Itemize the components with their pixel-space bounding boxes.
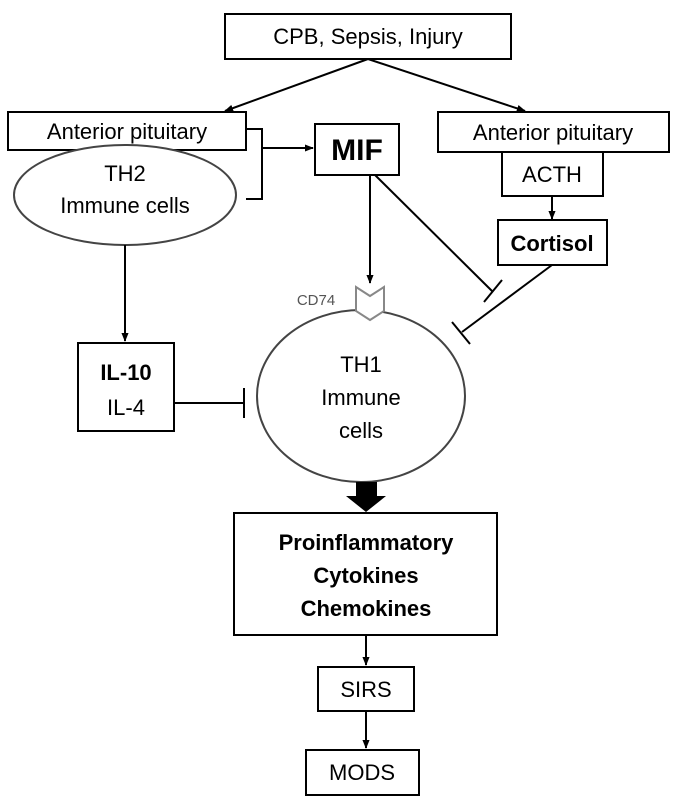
inhibition-mif-cortisol	[374, 174, 493, 292]
cytokines-node: Proinflammatory Cytokines Chemokines	[233, 512, 498, 636]
mif-node: MIF	[314, 123, 400, 176]
cytokines-label-line3: Chemokines	[301, 596, 432, 621]
cytokines-label-line2: Cytokines	[313, 563, 418, 588]
right-pituitary-node: Anterior pituitary	[437, 111, 670, 153]
th1-label-line1: TH1	[340, 352, 382, 377]
cortisol-label: Cortisol	[510, 231, 593, 256]
left-pituitary-node: Anterior pituitary	[7, 111, 247, 151]
receptor-shape	[355, 285, 385, 322]
bracket-connector	[246, 128, 263, 200]
thick-arrow-th1-to-cytokines	[346, 482, 386, 512]
cd74-label: CD74	[297, 292, 335, 309]
mif-label: MIF	[331, 134, 383, 167]
th2-label-line1: TH2	[104, 161, 146, 186]
sirs-node: SIRS	[317, 666, 415, 712]
il4-label: IL-4	[107, 395, 145, 420]
arrow-stimuli-to-left-pituitary	[224, 58, 369, 112]
il10-il4-node: IL-10 IL-4	[77, 342, 175, 432]
il10-label: IL-10	[100, 360, 151, 385]
acth-label: ACTH	[522, 162, 582, 187]
stimuli-label: CPB, Sepsis, Injury	[273, 24, 463, 49]
th1-label-line3: cells	[339, 418, 383, 443]
th1-label-line2: Immune	[321, 385, 400, 410]
stimuli-node: CPB, Sepsis, Injury	[224, 13, 512, 60]
inhibition-bar-cortisol	[451, 321, 471, 345]
th2-label-line2: Immune cells	[60, 193, 190, 218]
cd74-receptor: CD74	[297, 285, 385, 322]
cytokines-label-line1: Proinflammatory	[279, 530, 455, 555]
left-pituitary-label: Anterior pituitary	[47, 119, 207, 144]
acth-node: ACTH	[501, 151, 604, 197]
mods-node: MODS	[305, 749, 420, 796]
mods-label: MODS	[329, 760, 395, 785]
th1-node: TH1 Immune cells	[256, 309, 466, 483]
inhibition-bar-mif	[483, 279, 503, 303]
sirs-label: SIRS	[340, 677, 391, 702]
inhibition-cortisol-th1	[461, 264, 553, 333]
cortisol-node: Cortisol	[497, 219, 608, 266]
arrow-stimuli-to-right-pituitary	[367, 58, 526, 112]
right-pituitary-label: Anterior pituitary	[473, 120, 633, 145]
th2-node: TH2 Immune cells	[13, 144, 237, 246]
